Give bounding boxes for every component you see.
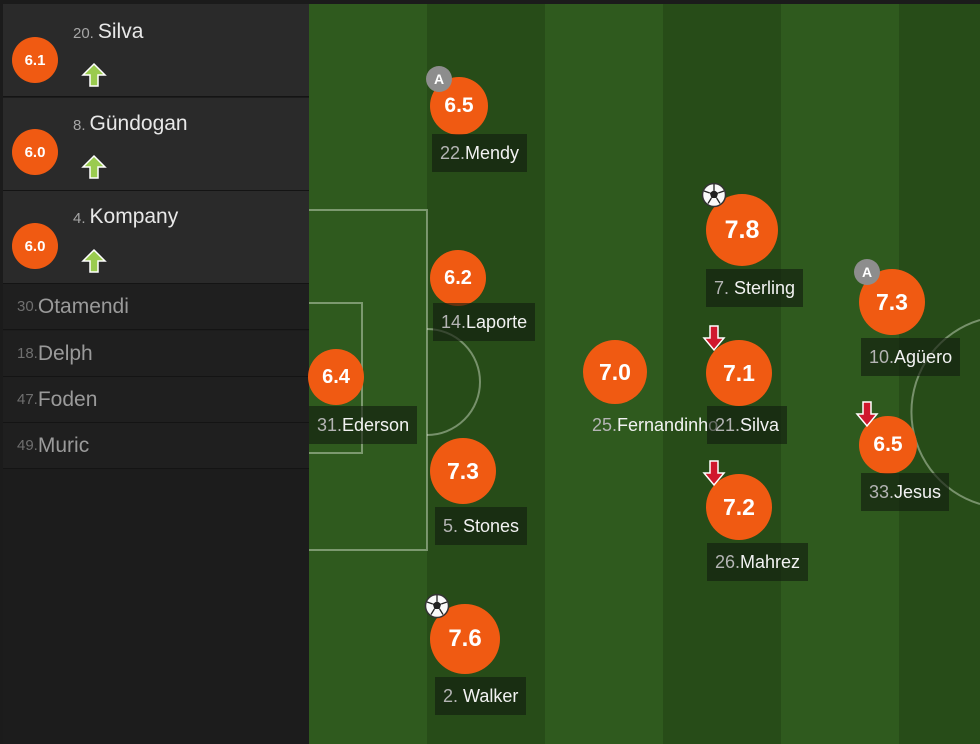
player-name-text: Gündogan (89, 112, 188, 135)
shirt-number: 8. (73, 117, 86, 134)
sub-in-arrow-icon (81, 248, 107, 273)
penalty-arc (426, 328, 481, 436)
bench-row[interactable]: 49.Muric (3, 423, 309, 469)
rating-badge: 6.1 (12, 37, 58, 83)
player-name-text: Mahrez (740, 551, 801, 572)
shirt-number: 31. (317, 414, 343, 435)
player-label: 31.Ederson (309, 406, 418, 444)
shirt-number: 49. (17, 437, 38, 454)
player-name-text: Laporte (466, 311, 528, 332)
player-name-text: Mendy (465, 142, 520, 163)
bench-row[interactable]: 30.Otamendi (3, 284, 309, 330)
shirt-number: 7. (714, 277, 730, 298)
player-label: 33.Jesus (861, 473, 950, 511)
player-name-text: Fernandinho (617, 414, 719, 435)
shirt-number: 10. (869, 346, 895, 367)
penalty-box (309, 209, 428, 551)
bench-row[interactable]: 47.Foden (3, 377, 309, 423)
player-label: 26.Mahrez (707, 543, 809, 581)
player-label: 10.Agüero (861, 338, 961, 376)
player-name-text: Muric (37, 433, 90, 457)
player-name: 8.Gündogan (73, 112, 188, 136)
player-name-text: Sterling (734, 277, 796, 298)
shirt-number: 14. (441, 311, 467, 332)
player-name: 4.Kompany (73, 205, 178, 229)
shirt-number: 26. (715, 551, 741, 572)
substitute-row[interactable]: 6.0 8.Gündogan (3, 98, 309, 191)
shirt-number: 2. (443, 685, 459, 706)
sub-off-arrow-icon (702, 325, 726, 352)
shirt-number: 33. (869, 481, 895, 502)
player-name-text: Ederson (342, 414, 410, 435)
player-label: 5.Stones (435, 507, 528, 545)
player-label: 25.Fernandinho (584, 406, 726, 444)
pitch: 6.5 A 22.Mendy 6.2 14.Laporte 6.4 31.Ede… (308, 4, 980, 744)
player-label: 14.Laporte (433, 303, 536, 341)
captain-badge: A (426, 66, 452, 92)
substitutes-panel: 6.1 20.Silva 6.0 8.Gündogan 6.0 4.Kompan… (3, 4, 309, 744)
rating-badge: 7.0 (583, 340, 647, 404)
substitute-row[interactable]: 6.1 20.Silva (3, 4, 309, 97)
captain-badge: A (854, 259, 880, 285)
rating-badge: 6.0 (12, 129, 58, 175)
player-name-text: Agüero (894, 346, 953, 367)
player-name-text: Kompany (89, 205, 179, 228)
shirt-number: 5. (443, 515, 459, 536)
player-name-text: Otamendi (37, 294, 129, 318)
soccer-ball-icon (701, 182, 727, 208)
shirt-number: 21. (715, 414, 741, 435)
sub-in-arrow-icon (81, 62, 107, 87)
shirt-number: 25. (592, 414, 618, 435)
soccer-ball-icon (424, 593, 450, 619)
player-name-text: Walker (463, 685, 519, 706)
rating-badge: 6.0 (12, 223, 58, 269)
player-name: 20.Silva (73, 20, 143, 44)
rating-badge: 7.1 (706, 340, 772, 406)
shirt-number: 30. (17, 298, 38, 315)
player-label: 22.Mendy (432, 134, 528, 172)
player-label: 7.Sterling (706, 269, 804, 307)
sub-off-arrow-icon (702, 460, 726, 487)
player-label: 2.Walker (435, 677, 527, 715)
rating-badge: 7.3 (430, 438, 496, 504)
shirt-number: 4. (73, 210, 86, 227)
rating-badge: 6.4 (308, 349, 364, 405)
rating-badge: 6.2 (430, 250, 486, 306)
shirt-number: 18. (17, 345, 38, 362)
shirt-number: 47. (17, 391, 38, 408)
shirt-number: 20. (73, 25, 94, 42)
player-name-text: Delph (37, 341, 93, 365)
substitute-row[interactable]: 6.0 4.Kompany (3, 191, 309, 284)
sub-in-arrow-icon (81, 154, 107, 179)
shirt-number: 22. (440, 142, 466, 163)
player-name-text: Silva (740, 414, 780, 435)
sub-off-arrow-icon (855, 401, 879, 428)
rating-badge: 6.5 (859, 416, 917, 474)
player-label: 21.Silva (707, 406, 788, 444)
player-name-text: Silva (97, 20, 144, 43)
player-name-text: Stones (463, 515, 520, 536)
bench-row[interactable]: 18.Delph (3, 331, 309, 377)
player-name-text: Jesus (894, 481, 942, 502)
rating-badge: 7.2 (706, 474, 772, 540)
player-name-text: Foden (37, 387, 98, 411)
